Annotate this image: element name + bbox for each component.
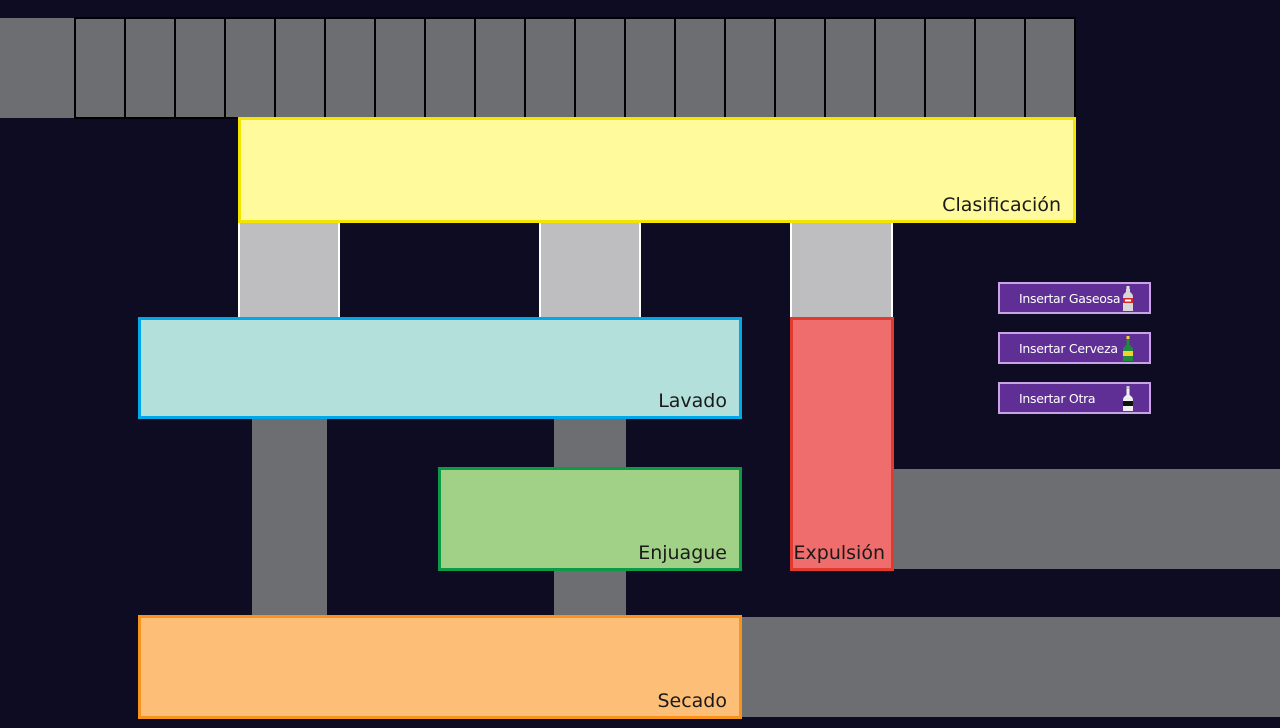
station-enjuague: Enjuague — [438, 467, 742, 571]
conveyor-slot — [624, 17, 676, 119]
conveyor-slot — [574, 17, 626, 119]
conveyor-slot — [674, 17, 726, 119]
conveyor-slot — [74, 17, 126, 119]
secado-output-conveyor — [740, 617, 1280, 717]
station-secado-label: Secado — [657, 690, 727, 712]
conveyor-slot — [424, 17, 476, 119]
other-bottle-icon — [1123, 386, 1133, 411]
insert-gaseosa-button[interactable]: Insertar Gaseosa — [998, 282, 1151, 314]
station-enjuague-label: Enjuague — [638, 542, 727, 564]
conveyor-slot — [524, 17, 576, 119]
conveyor-slot — [974, 17, 1026, 119]
station-clasificacion: Clasificación — [238, 117, 1076, 223]
insert-otra-label: Insertar Otra — [1019, 390, 1096, 406]
expulsion-output-conveyor — [892, 469, 1280, 569]
conveyor-slot — [824, 17, 876, 119]
tube-to-lavado-2 — [539, 222, 641, 318]
beer-bottle-icon — [1123, 336, 1133, 361]
conveyor-slot — [724, 17, 776, 119]
station-expulsion-label: Expulsión — [793, 542, 885, 564]
tube-to-lavado — [238, 222, 340, 318]
station-expulsion: Expulsión — [790, 317, 894, 571]
conveyor-slot — [274, 17, 326, 119]
insert-otra-button[interactable]: Insertar Otra — [998, 382, 1151, 414]
conveyor-slot — [924, 17, 976, 119]
station-clasificacion-label: Clasificación — [942, 194, 1061, 216]
insert-cerveza-label: Insertar Cerveza — [1019, 340, 1118, 356]
conveyor-slot — [474, 17, 526, 119]
insert-cerveza-button[interactable]: Insertar Cerveza — [998, 332, 1151, 364]
conveyor-slot — [324, 17, 376, 119]
tube-lavado-to-secado — [252, 418, 327, 618]
conveyor-slot — [224, 17, 276, 119]
conveyor-slot — [124, 17, 176, 119]
conveyor-slot — [774, 17, 826, 119]
input-conveyor-start — [0, 18, 76, 118]
tube-to-expulsion — [790, 222, 893, 319]
conveyor-slot — [374, 17, 426, 119]
conveyor-slot — [874, 17, 926, 119]
station-lavado-label: Lavado — [658, 390, 727, 412]
station-secado: Secado — [138, 615, 742, 719]
station-lavado: Lavado — [138, 317, 742, 419]
soda-bottle-icon — [1123, 286, 1133, 311]
conveyor-slot — [174, 17, 226, 119]
tube-enjuague-to-secado — [554, 569, 626, 618]
tube-lavado-to-enjuague — [554, 418, 626, 470]
conveyor-slot — [1024, 17, 1076, 119]
insert-gaseosa-label: Insertar Gaseosa — [1019, 290, 1121, 306]
